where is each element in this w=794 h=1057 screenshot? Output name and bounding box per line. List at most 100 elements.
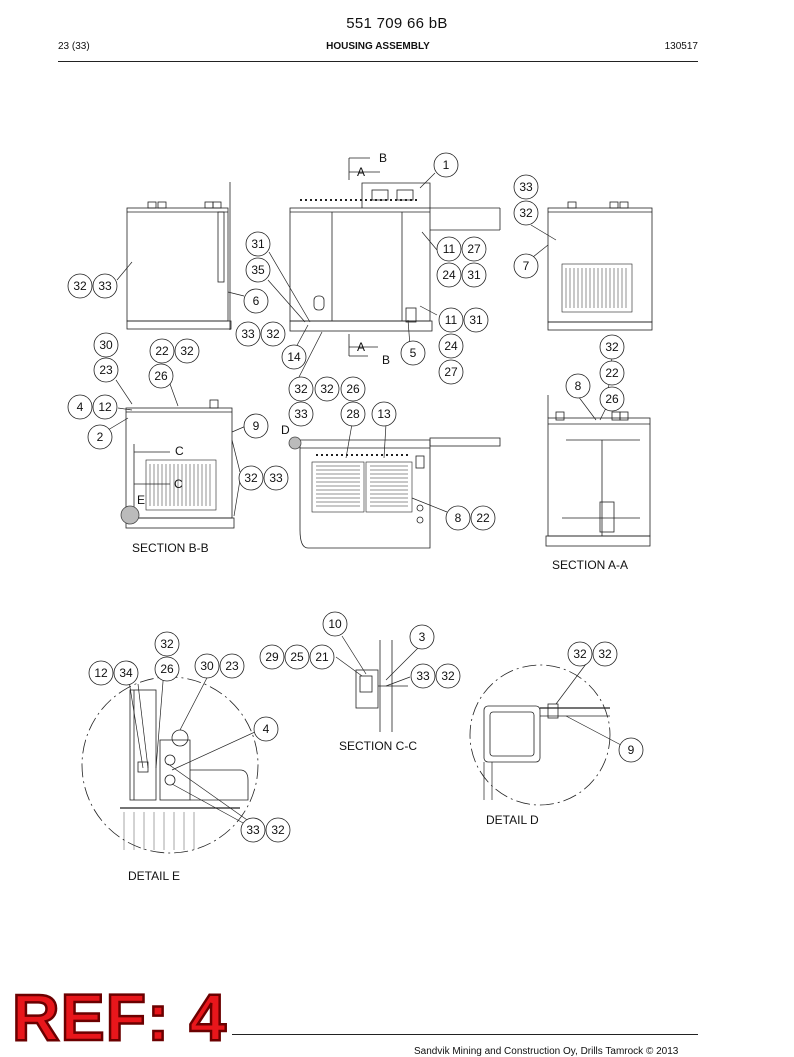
callout: 4 [253,716,279,742]
callout: 21 [309,644,335,670]
svg-text:32: 32 [519,206,533,220]
svg-text:32: 32 [320,382,334,396]
callout: 32 [154,631,180,657]
callout: 33 [513,174,539,200]
label-section-bb: SECTION B-B [132,541,209,555]
callout: 32 [513,200,539,226]
callout: 12 [88,660,114,686]
svg-text:32: 32 [294,382,308,396]
callout: 27 [461,236,487,262]
svg-text:4: 4 [263,722,270,736]
callout: 23 [93,357,119,383]
callout: 32 [592,641,618,667]
leader-lines [107,172,622,825]
mark-c-lower: C [174,477,183,491]
revision-date: 130517 [664,41,698,52]
callout: 32 [567,641,593,667]
callout: 2 [87,424,113,450]
svg-text:32: 32 [605,340,619,354]
svg-text:24: 24 [442,268,456,282]
section-cc-view [355,640,408,732]
svg-text:8: 8 [455,511,462,525]
svg-text:33: 33 [246,823,260,837]
callout: 35 [245,257,271,283]
footer-divider [232,1034,698,1035]
svg-text:31: 31 [467,268,481,282]
label-detail-d: DETAIL D [486,813,539,827]
callout: 32 [174,338,200,364]
callout: 32 [288,376,314,402]
svg-text:35: 35 [251,263,265,277]
callout: 33 [263,465,289,491]
callout: 14 [281,344,307,370]
callout: 10 [322,611,348,637]
svg-text:9: 9 [253,419,260,433]
callout: 13 [371,401,397,427]
callout: 9 [243,413,269,439]
view-labels: SECTION B-B SECTION A-A SECTION C-C DETA… [128,541,628,883]
callout: 11 [436,236,462,262]
svg-text:32: 32 [160,637,174,651]
callout: 6 [243,288,269,314]
callout: 26 [599,386,625,412]
section-bb-view [120,399,235,529]
callout: 32 [599,334,625,360]
svg-text:26: 26 [160,662,174,676]
svg-text:32: 32 [73,279,87,293]
svg-text:33: 33 [294,407,308,421]
svg-text:27: 27 [444,365,458,379]
mark-a-bottom: A [357,340,365,354]
callout: 31 [463,307,489,333]
section-aa-view [545,395,651,547]
svg-text:7: 7 [523,259,530,273]
footer-copyright: Sandvik Mining and Construction Oy, Dril… [414,1046,679,1057]
callout: 32 [265,817,291,843]
callout: 33 [240,817,266,843]
callout: 26 [154,656,180,682]
label-section-cc: SECTION C-C [339,739,417,753]
callout: 5 [400,340,426,366]
page-number: 23 (33) [58,41,90,52]
svg-text:26: 26 [346,382,360,396]
svg-text:32: 32 [441,669,455,683]
callout: 7 [513,253,539,279]
callout: 34 [113,660,139,686]
svg-text:30: 30 [99,338,113,352]
svg-text:32: 32 [271,823,285,837]
callout: 24 [438,333,464,359]
callout: 29 [259,644,285,670]
callout: 27 [438,359,464,385]
svg-text:2: 2 [97,430,104,444]
svg-text:33: 33 [416,669,430,683]
svg-text:21: 21 [315,650,329,664]
callout: 33 [235,321,261,347]
svg-text:14: 14 [287,350,301,364]
callout-balloons: 1 31 35 11 27 24 31 6 11 31 33 32 14 24 … [67,152,644,843]
svg-text:6: 6 [253,294,260,308]
svg-text:27: 27 [467,242,481,256]
detail-d-view [469,664,611,806]
header-divider [58,61,698,62]
side-view-left [126,182,232,330]
callout: 28 [340,401,366,427]
callout: 9 [618,737,644,763]
callout: 25 [284,644,310,670]
callout: 33 [410,663,436,689]
svg-text:31: 31 [469,313,483,327]
callout: 26 [340,376,366,402]
svg-text:23: 23 [225,659,239,673]
svg-text:11: 11 [443,242,456,256]
document-number: 551 709 66 bB [346,15,448,32]
callout: 31 [245,231,271,257]
perspective-view [288,436,501,549]
svg-text:34: 34 [119,666,133,680]
svg-text:5: 5 [410,346,417,360]
svg-text:33: 33 [98,279,112,293]
callout: 1 [433,152,459,178]
side-view-right [547,201,653,331]
callout: 22 [599,360,625,386]
svg-text:26: 26 [154,369,168,383]
svg-text:25: 25 [290,650,304,664]
svg-text:22: 22 [155,344,169,358]
